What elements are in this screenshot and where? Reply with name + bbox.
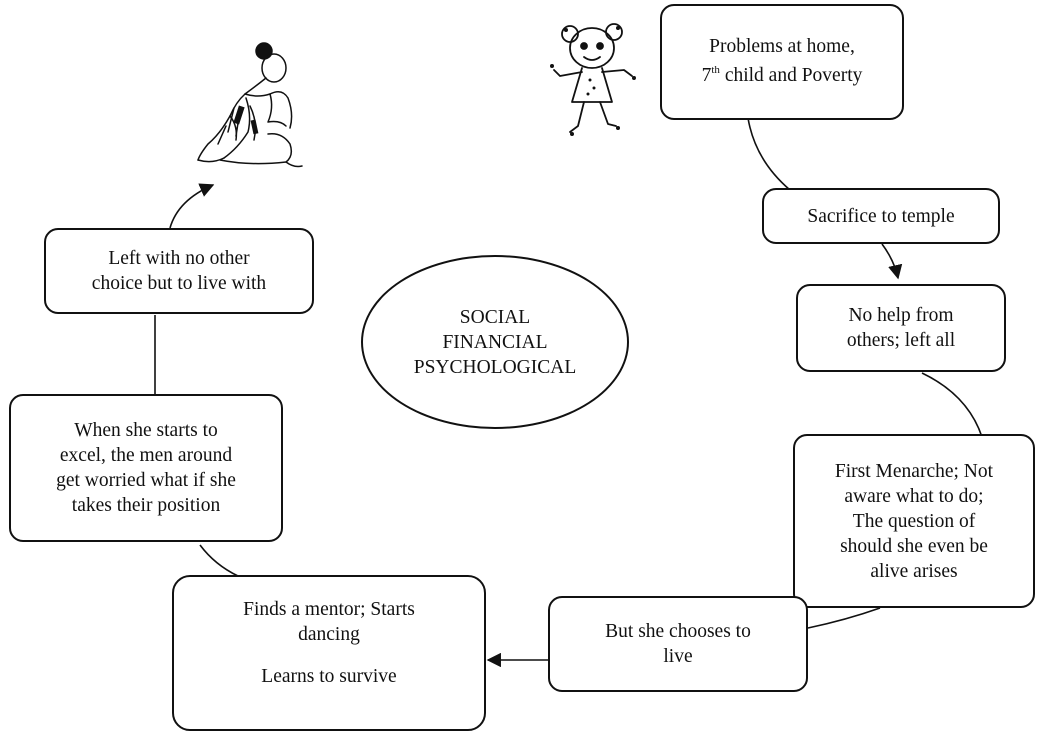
step-mentor-line1: Finds a mentor; Starts: [243, 599, 415, 620]
step-excel-line2: excel, the men around: [59, 445, 233, 466]
step-excel-line4: takes their position: [71, 495, 221, 516]
step-menarche-line3: The question of: [852, 510, 976, 532]
center-theme-financial: FINANCIAL: [442, 331, 548, 353]
step-no-help: No help from others; left all: [796, 284, 1006, 372]
step-chooses-line1: But she chooses to: [605, 621, 751, 642]
ordinal-number: 7: [701, 64, 712, 86]
step-problems-at-home: Problems at home, 7th child and Poverty: [660, 4, 904, 120]
step-first-menarche: First Menarche; Not aware what to do; Th…: [793, 434, 1035, 608]
connector-menarche-to-chooses: [807, 607, 881, 629]
step-problems-line1: Problems at home,: [709, 35, 855, 57]
connector-nohelp-to-menarche: [921, 372, 983, 438]
step-problems-line2: 7th child and Poverty: [702, 63, 863, 91]
connector-left-to-woman: [169, 183, 215, 229]
step-menarche-line4: should she even be: [840, 535, 988, 557]
step-mentor-extra: Learns to survive: [261, 666, 397, 687]
connector-sacrifice-to-nohelp: [881, 243, 903, 280]
girl-doodle-icon: [550, 23, 636, 136]
step-menarche-line5: alive arises: [870, 560, 958, 582]
center-themes: SOCIAL FINANCIAL PSYCHOLOGICAL: [361, 255, 629, 429]
step-problems-line2-rest: child and Poverty: [719, 64, 863, 86]
connector-mentor-to-excel: [199, 544, 239, 577]
step-sacrifice-text: Sacrifice to temple: [807, 205, 955, 227]
step-menarche-line1: First Menarche; Not: [834, 460, 994, 482]
step-no-help-line2: others; left all: [846, 330, 956, 351]
kneeling-woman-icon: [197, 42, 303, 168]
step-mentor-line2: dancing: [298, 624, 360, 645]
center-theme-psychological: PSYCHOLOGICAL: [413, 356, 577, 378]
step-left-with-no-choice: Left with no other choice but to live wi…: [44, 228, 314, 314]
step-starts-to-excel: When she starts to excel, the men around…: [9, 394, 283, 542]
step-no-help-line1: No help from: [848, 305, 954, 326]
center-theme-social: SOCIAL: [459, 306, 531, 328]
step-menarche-line2: aware what to do;: [844, 485, 984, 507]
step-left-line1: Left with no other: [108, 248, 250, 269]
step-chooses-line2: live: [663, 646, 693, 667]
step-sacrifice-to-temple: Sacrifice to temple: [762, 188, 1000, 244]
step-excel-line3: get worried what if she: [56, 470, 236, 491]
connector-problems-to-sacrifice: [747, 117, 791, 191]
ordinal-suffix: th: [711, 63, 720, 76]
step-finds-a-mentor: Finds a mentor; Starts dancing Learns to…: [172, 575, 486, 731]
step-excel-line1: When she starts to: [74, 420, 218, 441]
step-left-line2: choice but to live with: [91, 273, 267, 294]
step-chooses-to-live: But she chooses to live: [548, 596, 808, 692]
